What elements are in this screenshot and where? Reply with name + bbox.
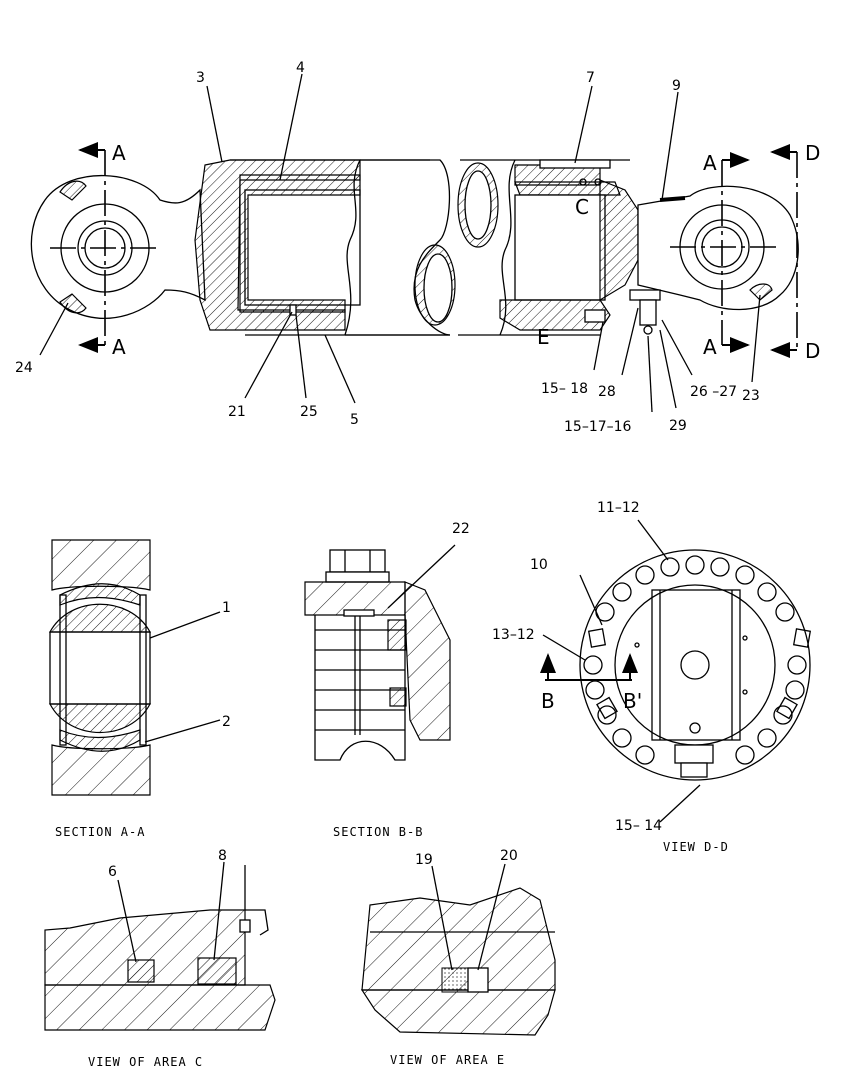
caption-view-area-c: VIEW OF AREA C [88, 1055, 203, 1069]
section-aa-view [48, 539, 221, 796]
caption-section-aa: SECTION A-A [55, 825, 145, 839]
caption-section-bb: SECTION B-B [333, 825, 423, 839]
callout-8: 8 [218, 848, 227, 864]
section-letter-b-prime: B' [623, 689, 642, 713]
callout-2: 2 [222, 714, 231, 730]
section-letter-d: D [805, 339, 820, 363]
callout-1: 1 [222, 600, 231, 616]
callout-23: 23 [742, 388, 760, 404]
main-leaders [39, 73, 761, 413]
callout-15-17-16: 15–17–16 [564, 419, 632, 435]
callout-11-12: 11–12 [597, 500, 640, 516]
area-letter-e: E [537, 325, 550, 349]
callout-20: 20 [500, 848, 518, 864]
view-area-e [360, 863, 556, 1036]
callout-24: 24 [15, 360, 33, 376]
callout-22: 22 [452, 521, 470, 537]
section-letter-a: A [112, 141, 126, 165]
right-rod-eye [629, 185, 799, 335]
callout-15-14: 15– 14 [615, 818, 662, 834]
section-letter-a: A [703, 151, 717, 175]
section-letter-a: A [112, 335, 126, 359]
callout-13-12: 13–12 [492, 627, 535, 643]
section-bb-view [304, 544, 456, 761]
section-letter-d: D [805, 141, 820, 165]
callout-10: 10 [530, 557, 548, 573]
barrel-left [230, 159, 450, 336]
callout-26-27: 26 –27 [690, 384, 737, 400]
caption-view-dd: VIEW D-D [663, 840, 729, 854]
callout-4: 4 [296, 60, 305, 76]
main-cylinder-view [30, 142, 799, 358]
callout-25: 25 [300, 404, 318, 420]
caption-view-area-e: VIEW OF AREA E [390, 1053, 505, 1067]
section-letter-b: B [541, 689, 555, 713]
callout-9: 9 [672, 78, 681, 94]
callout-19: 19 [415, 852, 433, 868]
callout-21: 21 [228, 404, 246, 420]
section-letter-a: A [703, 335, 717, 359]
left-rod-eye [30, 174, 206, 319]
view-area-c [44, 861, 276, 1031]
callout-15-18: 15– 18 [541, 381, 588, 397]
callout-3: 3 [196, 70, 205, 86]
barrel-right [499, 159, 639, 336]
view-dd [540, 519, 812, 823]
callout-5: 5 [350, 412, 359, 428]
callout-7: 7 [586, 70, 595, 86]
callout-28: 28 [598, 384, 616, 400]
callout-29: 29 [669, 418, 687, 434]
callout-6: 6 [108, 864, 117, 880]
area-letter-c: C [575, 195, 589, 219]
